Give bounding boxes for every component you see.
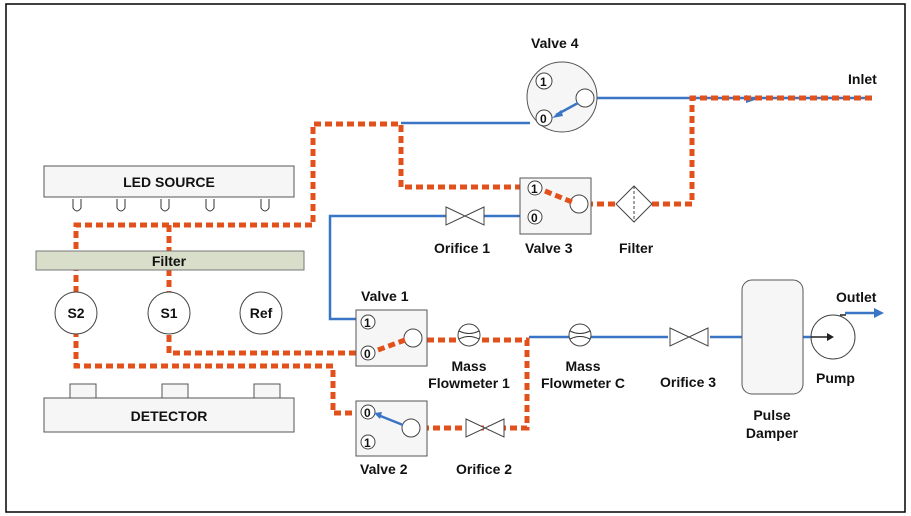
led-bulbs (72, 199, 270, 212)
cell-ref-label: Ref (250, 305, 273, 321)
led-bulb-4 (205, 199, 215, 212)
mfm1-body (457, 323, 481, 347)
valve-3: 1 0 Valve 3 (519, 177, 592, 256)
led-source-body (43, 165, 295, 198)
orifice1-right (463, 206, 485, 226)
valve1-port1-text: 1 (364, 316, 371, 330)
valve2-port1-text: 1 (364, 436, 371, 450)
valve4-arrow (552, 110, 563, 118)
led-bulb-5 (260, 199, 270, 212)
filter-bar (35, 250, 305, 271)
cell-ref (239, 291, 283, 335)
mfmc-label-2: Flowmeter C (541, 375, 625, 391)
cell-s1 (147, 291, 191, 335)
valve4-port1-text: 1 (540, 75, 547, 89)
mfmc-symbol (569, 330, 591, 340)
valve2-port0 (360, 404, 376, 420)
led-bulb-2 (116, 199, 126, 212)
mfmc-label-1: Mass (565, 358, 600, 374)
valve4-label: Valve 4 (531, 35, 579, 51)
valve2-link (377, 413, 404, 427)
detector-body (43, 397, 295, 433)
valve3-common (569, 194, 589, 214)
optical-filter: Filter (35, 250, 305, 271)
detector-tab-2 (161, 383, 189, 399)
filter-label: Filter (619, 240, 654, 256)
flow-s1-branch (166, 225, 367, 356)
filter-bar-label: Filter (152, 253, 187, 269)
pump: Pump (810, 314, 856, 386)
valve-1: Valve 1 1 0 (355, 288, 428, 367)
valve1-port1 (360, 314, 376, 330)
inlet-label: Inlet (848, 71, 877, 87)
led-bulb-1 (72, 199, 82, 212)
valve-2: 0 1 Valve 2 (355, 400, 428, 477)
mfm1-symbol (458, 330, 480, 340)
valve3-label: Valve 3 (525, 240, 573, 256)
detector: DETECTOR (43, 383, 295, 433)
valve3-port0-text: 0 (531, 211, 538, 225)
orifice3-left (669, 327, 691, 347)
detector-tab-1 (69, 383, 97, 399)
valve1-link (377, 337, 406, 353)
orifice-1: Orifice 1 (434, 206, 490, 256)
detector-tab-3 (253, 383, 281, 399)
orifice2-right (483, 418, 505, 438)
orifice1-valve1-pipe (328, 214, 446, 321)
valve2-arrow (374, 412, 382, 419)
orifice1-left (445, 206, 467, 226)
valve2-label: Valve 2 (360, 461, 408, 477)
valve1-common (403, 328, 423, 348)
orifice-3: Orifice 3 (660, 327, 716, 390)
mfm1-label-2: Flowmeter 1 (428, 375, 510, 391)
cell-s1-label: S1 (160, 305, 177, 321)
cell-s2-label: S2 (67, 305, 84, 321)
orifice2-label: Orifice 2 (456, 461, 512, 477)
valve3-port1 (527, 180, 543, 196)
valve-4: Valve 4 1 0 (526, 35, 598, 133)
valve2-port1 (360, 434, 376, 450)
diagram-frame (5, 3, 906, 513)
mass-flowmeter-c: Mass Flowmeter C (541, 323, 625, 391)
valve4-port1 (535, 72, 553, 90)
pump-label: Pump (816, 370, 855, 386)
orifice1-label: Orifice 1 (434, 240, 490, 256)
valve3-port0 (527, 209, 543, 225)
pulse-damper-label-1: Pulse (753, 407, 791, 423)
valve1-port0 (360, 345, 376, 361)
outlet-arrow (874, 308, 884, 318)
led-bulb-3 (160, 199, 170, 212)
filter-element: Filter (615, 185, 654, 256)
mass-flowmeter-1: Mass Flowmeter 1 (428, 323, 510, 391)
led-source-label: LED SOURCE (123, 174, 215, 190)
pulse-damper-label-2: Damper (746, 425, 799, 441)
outlet-label: Outlet (836, 289, 877, 305)
valve4-port0-text: 0 (540, 112, 547, 126)
detector-label: DETECTOR (131, 408, 208, 424)
cell-s2 (54, 291, 98, 335)
orifice3-label: Orifice 3 (660, 374, 716, 390)
valve2-port0-text: 0 (364, 406, 371, 420)
valve1-port0-text: 0 (364, 347, 371, 361)
valve2-common (401, 418, 421, 438)
led-source: LED SOURCE (43, 165, 295, 212)
valve3-link (544, 188, 573, 205)
pulse-damper-body (741, 279, 804, 395)
valve4-common (575, 88, 595, 108)
mfm1-label-1: Mass (451, 358, 486, 374)
pump-arrowhead (827, 333, 834, 341)
valve1-label: Valve 1 (361, 288, 409, 304)
orifice-2: Orifice 2 (456, 418, 512, 477)
mfmc-body (568, 323, 592, 347)
orifice2-left (465, 418, 487, 438)
valve3-port1-text: 1 (531, 182, 538, 196)
pulse-damper: Pulse Damper (741, 279, 804, 441)
sample-cells: S2 S1 Ref (54, 291, 283, 335)
orifice3-right (687, 327, 709, 347)
